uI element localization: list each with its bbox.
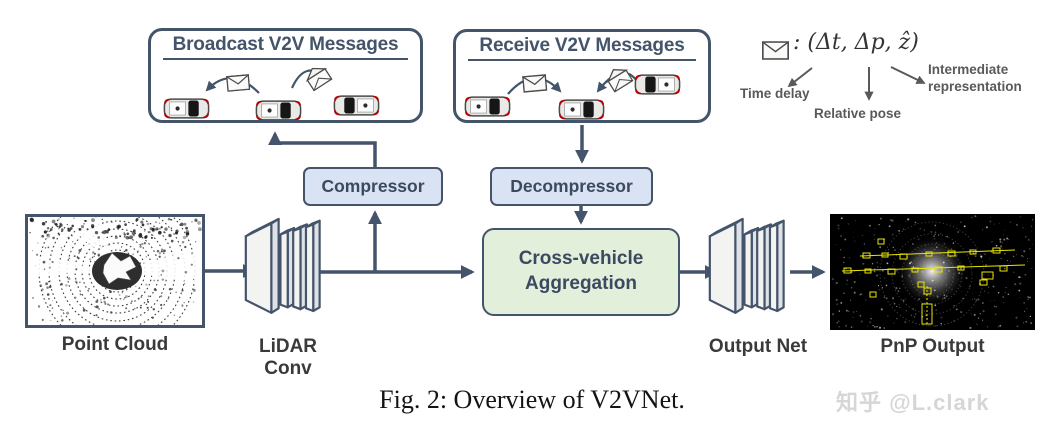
car-icon xyxy=(163,95,380,120)
figure-caption: Fig. 2: Overview of V2VNet. xyxy=(379,385,685,414)
decompressor-block: Decompressor xyxy=(490,167,653,206)
legend-relative-pose-label: Relative pose xyxy=(814,106,902,121)
lidar-conv-label: LiDAR Conv xyxy=(258,336,318,379)
compressor-block: Compressor xyxy=(303,167,443,206)
broadcast-illustration xyxy=(163,62,380,120)
pnp-output-image xyxy=(830,214,1035,330)
output-net-stack xyxy=(708,209,790,331)
car-icon xyxy=(464,74,681,120)
legend-arrows xyxy=(787,66,926,101)
watermark: 知乎 @L.clark xyxy=(836,390,990,415)
detection-boxes xyxy=(841,238,1026,326)
envelope-icon xyxy=(226,62,333,92)
legend-formula: : (Δt, Δp, ẑ) xyxy=(793,30,919,55)
broadcast-title: Broadcast V2V Messages xyxy=(163,34,408,60)
receive-illustration xyxy=(464,63,681,120)
receive-v2v-box: Receive V2V Messages xyxy=(453,29,711,123)
output-net-label: Output Net xyxy=(708,336,808,357)
lidar-conv-stack xyxy=(244,209,326,331)
legend-intermediate-label: Intermediate representation xyxy=(928,62,1022,94)
broadcast-v2v-box: Broadcast V2V Messages xyxy=(148,28,423,123)
pnp-output-label: PnP Output xyxy=(880,336,985,357)
envelope-icon xyxy=(522,63,634,93)
aggregation-block: Cross-vehicle Aggregation xyxy=(482,228,680,316)
point-cloud-label: Point Cloud xyxy=(61,334,169,355)
point-cloud-image xyxy=(25,214,205,328)
pnp-output-art xyxy=(830,214,1035,330)
legend-envelope-icon xyxy=(762,41,789,60)
legend-time-delay-label: Time delay xyxy=(740,86,810,101)
point-cloud-art xyxy=(28,217,202,325)
receive-title: Receive V2V Messages xyxy=(468,35,696,61)
